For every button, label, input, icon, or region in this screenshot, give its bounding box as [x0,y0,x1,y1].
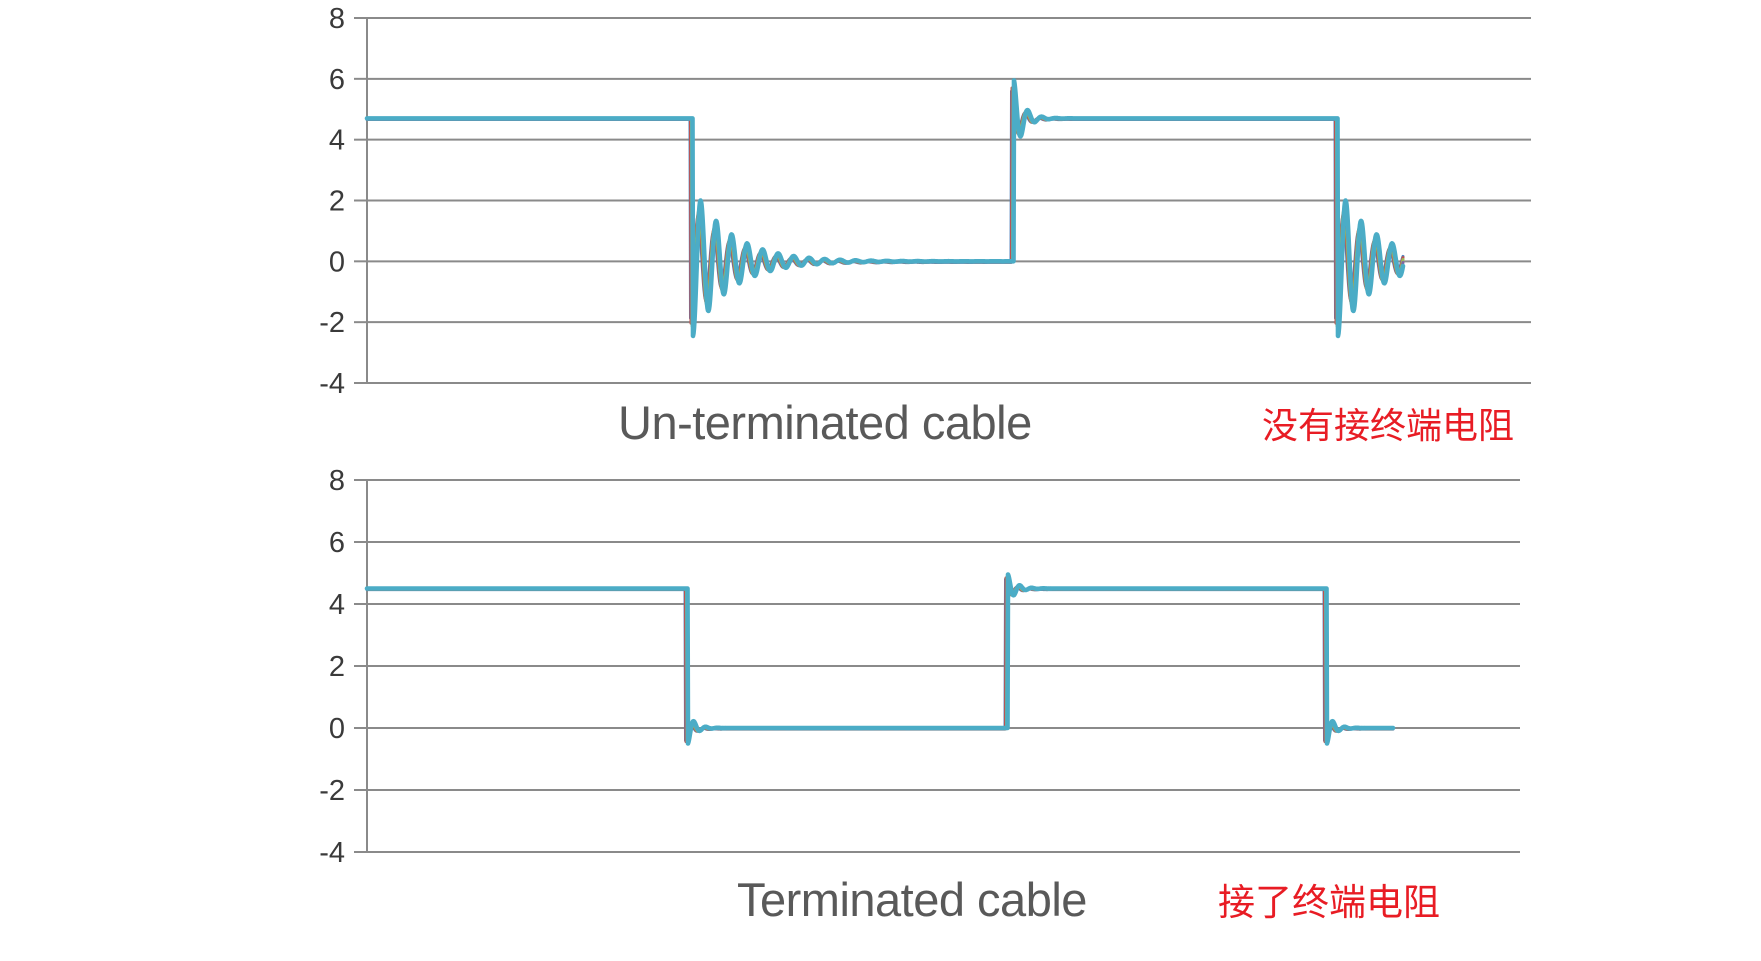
y-tick-label: 8 [329,465,345,497]
y-tick-label: -2 [319,307,345,339]
y-tick-label: 6 [329,64,345,96]
y-tick-label: -4 [319,368,345,400]
waveform-trace-purple [365,574,1395,744]
waveform-trace-blue [365,89,1405,320]
annotation-terminated-chinese: 接了终端电阻 [1218,882,1440,923]
chart-title-terminated: Terminated cable [737,873,1087,926]
waveform-trace-green [365,86,1405,328]
chart-title-unterminated: Un-terminated cable [618,396,1032,449]
annotation-unterminated-chinese: 没有接终端电阻 [1262,405,1515,446]
y-tick-label: 8 [329,3,345,35]
y-tick-label: 4 [329,589,345,621]
chart-unterminated-cable: 8 6 4 2 0 -2 -4 [319,3,1531,400]
y-tick-label: -2 [319,775,345,807]
waveform-trace-red [365,576,1395,744]
waveform-trace-teal [364,78,1406,339]
y-tick-label: 0 [329,246,345,278]
y-tick-label: 2 [329,186,345,218]
waveform-trace-teal [364,572,1396,746]
waveform-trace-green [365,576,1395,743]
y-tick-label: 6 [329,527,345,559]
chart-terminated-cable: 8 6 4 2 0 -2 -4 [319,465,1520,862]
waveform-trace-red [365,86,1405,325]
y-tick-label: 0 [329,713,345,745]
y-tick-label: 4 [329,125,345,157]
y-tick-label: 2 [329,651,345,683]
y-tick-label: -4 [319,837,345,862]
